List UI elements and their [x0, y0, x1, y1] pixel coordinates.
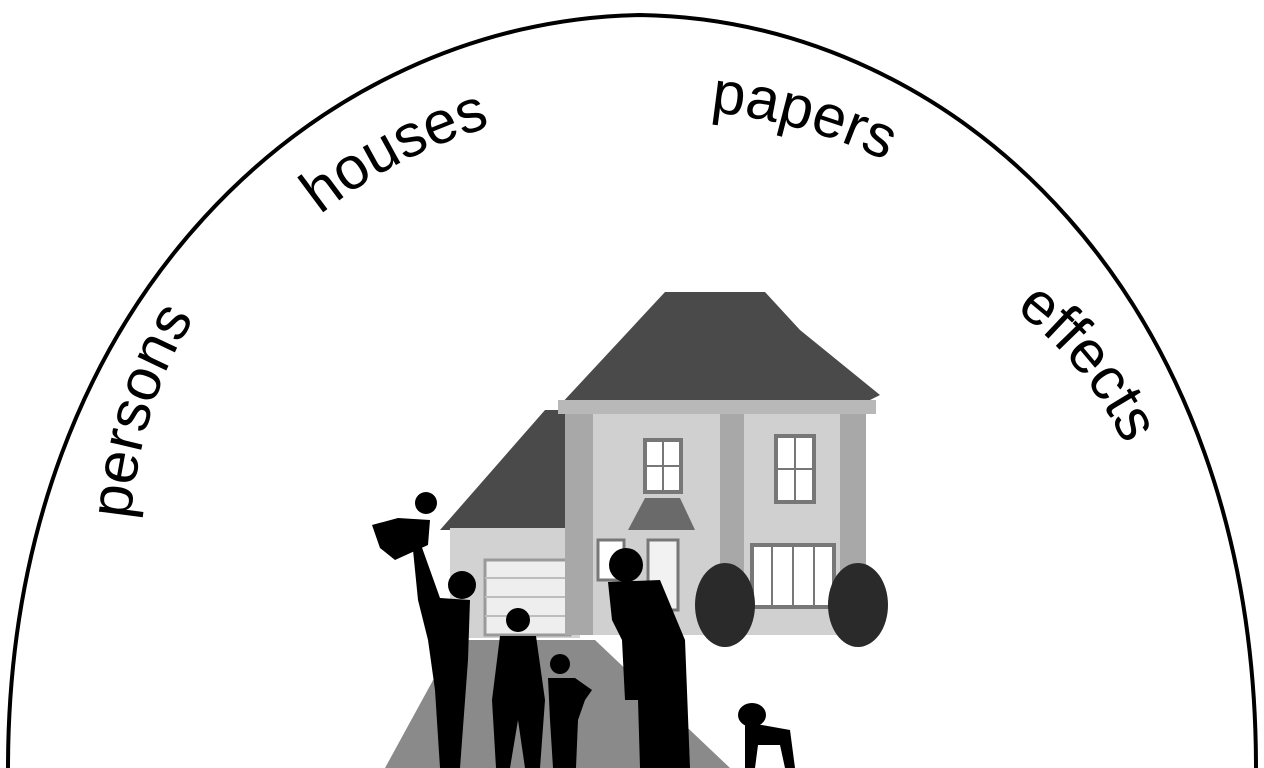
label-papers: papers — [708, 58, 908, 172]
shrub-left — [695, 563, 755, 647]
label-effects: effects — [1007, 268, 1173, 451]
label-houses: houses — [288, 75, 495, 225]
left-column — [565, 405, 593, 635]
shrub-right — [828, 563, 888, 647]
cornice — [558, 400, 876, 414]
label-persons: persons — [76, 291, 205, 522]
main-roof — [560, 292, 880, 405]
